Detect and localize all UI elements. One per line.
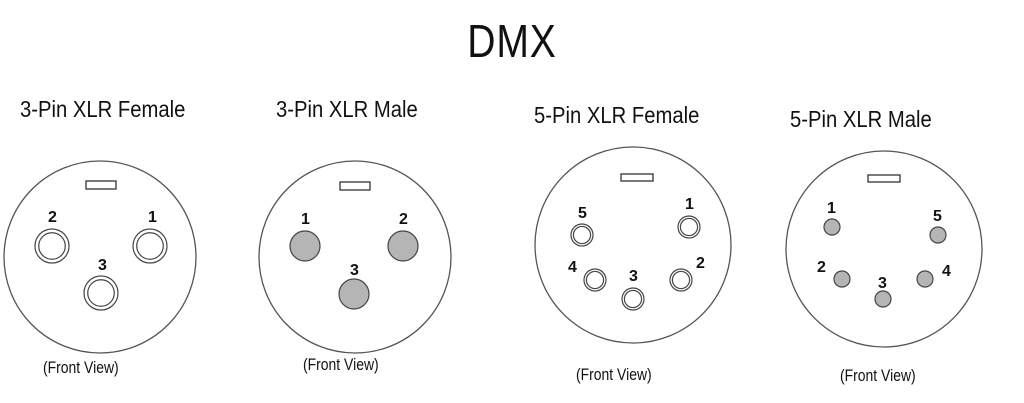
pin-3: 3 <box>874 275 892 308</box>
connector-3-pin-xlr-male: 1 2 3 <box>258 160 452 354</box>
pin-2: 2 <box>669 255 705 292</box>
pin-number: 4 <box>568 259 577 276</box>
connector-title: 3-Pin XLR Male <box>276 96 418 122</box>
pin-number: 1 <box>685 196 694 213</box>
pin-1: 1 <box>132 209 168 264</box>
pin-4: 4 <box>568 259 607 292</box>
connector-title: 5-Pin XLR Male <box>790 106 932 132</box>
pin-number: 5 <box>933 208 942 225</box>
pin-number: 2 <box>817 259 826 276</box>
pin-number: 3 <box>629 268 638 285</box>
pin-number: 3 <box>98 257 107 274</box>
pin-icon <box>387 230 419 262</box>
pin-number: 3 <box>350 262 359 279</box>
connector-5-pin-xlr-female: 1 2 3 4 5 <box>534 146 732 344</box>
pin-number: 4 <box>942 263 951 280</box>
key-notch <box>85 180 117 190</box>
pin-icon <box>833 270 851 288</box>
connector-5-pin-xlr-male: 1 2 3 4 5 <box>785 150 983 348</box>
connector-3-pin-xlr-female: 1 2 3 <box>3 160 197 354</box>
front-view-caption: (Front View) <box>576 365 652 384</box>
socket-inner-icon <box>572 225 592 245</box>
connector-outline <box>3 160 197 354</box>
pin-2: 2 <box>817 259 851 288</box>
pin-number: 1 <box>301 211 310 228</box>
pin-5: 5 <box>570 205 594 247</box>
pin-icon <box>338 278 370 310</box>
front-view-caption: (Front View) <box>840 366 916 385</box>
pin-4: 4 <box>916 263 951 288</box>
front-view-caption: (Front View) <box>303 355 379 374</box>
socket-inner-icon <box>623 289 643 309</box>
socket-inner-icon <box>136 232 164 260</box>
front-view-caption: (Front View) <box>43 358 119 377</box>
pin-1: 1 <box>289 211 321 262</box>
pin-number: 1 <box>148 209 157 226</box>
connector-outline <box>258 160 452 354</box>
pin-icon <box>823 218 841 236</box>
pin-number: 1 <box>827 200 836 217</box>
pin-number: 5 <box>578 205 587 222</box>
pin-number: 3 <box>878 275 887 292</box>
diagram-title: DMX <box>467 15 557 67</box>
connector-title: 3-Pin XLR Female <box>20 96 186 122</box>
pin-icon <box>916 270 934 288</box>
pin-5: 5 <box>929 208 947 244</box>
pin-3: 3 <box>621 268 645 311</box>
socket-inner-icon <box>585 270 605 290</box>
pin-3: 3 <box>338 262 370 310</box>
pin-1: 1 <box>677 196 701 239</box>
pin-1: 1 <box>823 200 841 236</box>
socket-inner-icon <box>679 217 699 237</box>
pin-icon <box>929 226 947 244</box>
key-notch <box>867 174 901 183</box>
socket-inner-icon <box>671 270 691 290</box>
socket-inner-icon <box>38 232 66 260</box>
connector-outline <box>785 150 983 348</box>
key-notch <box>339 181 371 191</box>
connector-title: 5-Pin XLR Female <box>534 102 700 128</box>
connector-outline <box>534 146 732 344</box>
pin-number: 2 <box>399 211 408 228</box>
pin-2: 2 <box>34 209 70 264</box>
pin-icon <box>289 230 321 262</box>
pin-2: 2 <box>387 211 419 262</box>
pin-icon <box>874 290 892 308</box>
socket-inner-icon <box>87 279 115 307</box>
pin-3: 3 <box>83 257 119 311</box>
pin-number: 2 <box>48 209 57 226</box>
key-notch <box>620 173 654 182</box>
pin-number: 2 <box>696 255 705 272</box>
